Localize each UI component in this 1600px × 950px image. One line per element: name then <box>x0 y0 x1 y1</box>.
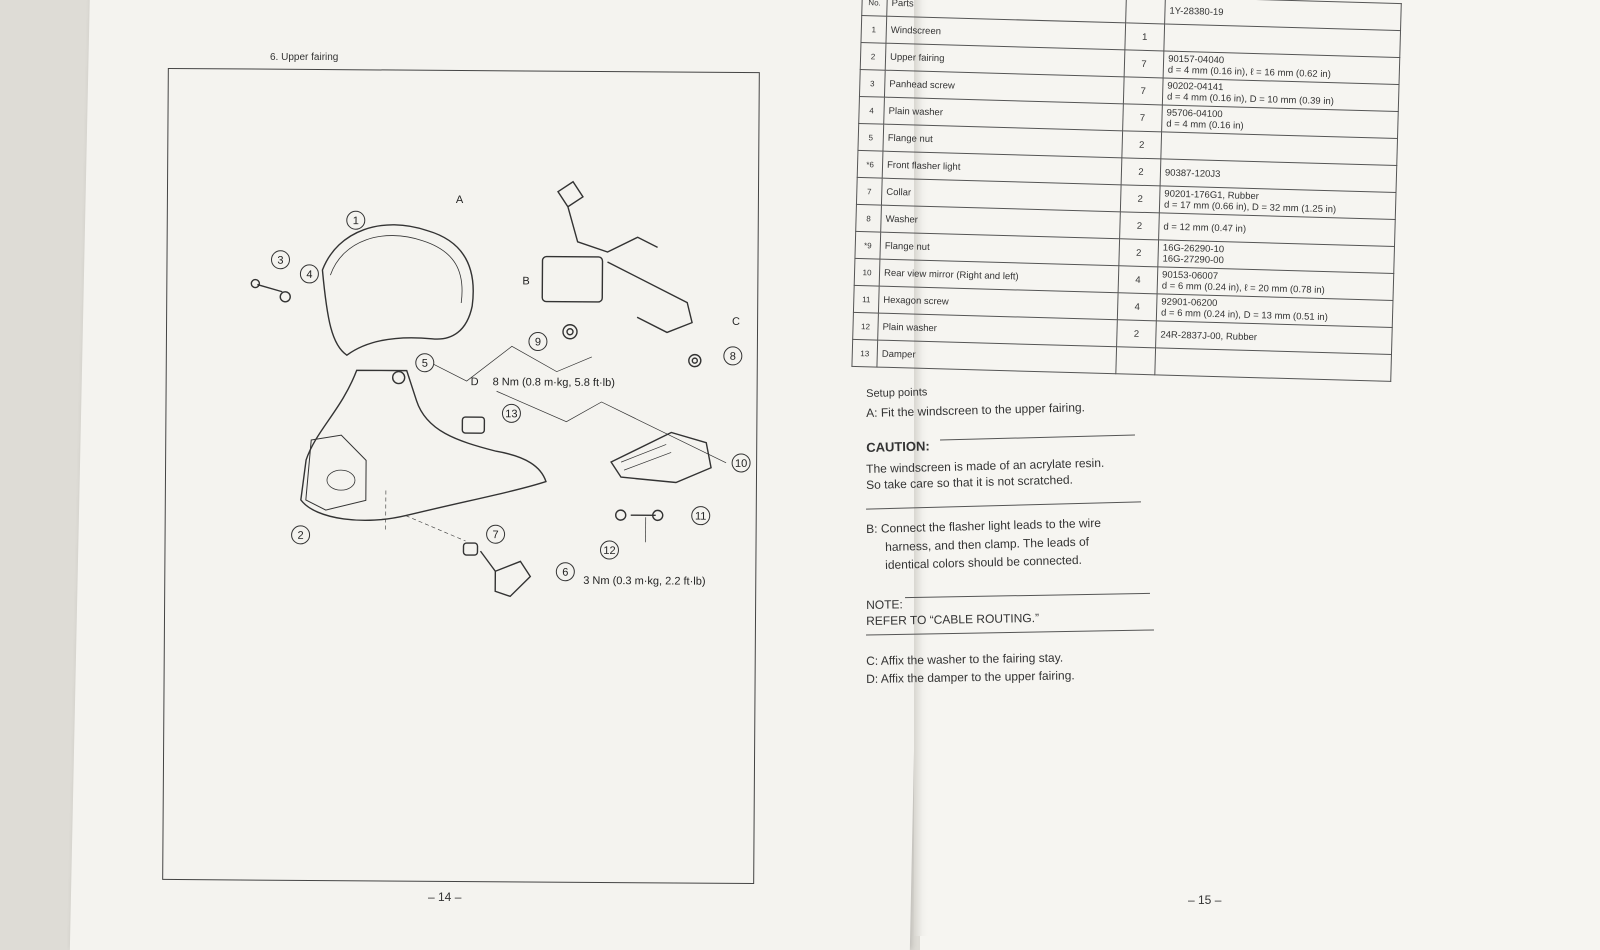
callout-12: 12 <box>603 545 615 557</box>
callout-11: 11 <box>695 511 707 523</box>
label-d: D <box>471 376 479 388</box>
cell-no: 4 <box>858 96 885 125</box>
cell-spec <box>1154 347 1392 382</box>
callout-5: 5 <box>422 358 428 370</box>
setup-points-title: Setup points <box>866 386 928 400</box>
cell-qty: 4 <box>1118 265 1158 294</box>
right-page <box>920 0 1600 950</box>
upper-fairing-shape <box>300 369 547 521</box>
caution-title: CAUTION: <box>866 438 930 455</box>
cell-no: 13 <box>851 339 878 368</box>
windscreen-shape <box>321 224 474 357</box>
cell-qty: 7 <box>1123 76 1164 105</box>
cell-qty: 2 <box>1120 184 1161 213</box>
cell-no: *6 <box>857 150 883 179</box>
header-no: No. <box>861 0 888 17</box>
cell-no: 3 <box>859 69 886 98</box>
cell-no: *9 <box>854 231 881 260</box>
cell-no: 1 <box>860 15 887 44</box>
cell-no: 11 <box>853 285 880 314</box>
callout-10: 10 <box>735 458 747 470</box>
flasher-light-shape <box>494 560 532 598</box>
cell-no: 10 <box>854 258 880 287</box>
manual-book <box>69 0 1600 950</box>
callout-7: 7 <box>492 529 498 541</box>
cell-qty: 2 <box>1119 211 1160 240</box>
exploded-diagram: 1 2 3 4 5 6 7 8 9 10 11 12 13 A B C D 8 … <box>162 67 760 885</box>
callout-2: 2 <box>297 530 303 542</box>
torque-label-1: 8 Nm (0.8 m·kg, 5.8 ft·lb) <box>493 376 615 389</box>
callout-13: 13 <box>505 408 517 420</box>
relay-box-shape <box>541 255 604 303</box>
cell-qty: 2 <box>1121 130 1162 159</box>
callout-6: 6 <box>562 567 568 579</box>
cell-qty <box>1115 346 1156 375</box>
callout-3: 3 <box>277 255 283 267</box>
cell-no: 2 <box>860 42 886 71</box>
cell-no: 12 <box>852 312 879 341</box>
cell-no: 5 <box>857 123 884 152</box>
label-b: B <box>522 275 529 287</box>
torque-label-2: 3 Nm (0.3 m·kg, 2.2 ft·lb) <box>583 575 705 588</box>
cell-name: Damper <box>876 340 1117 374</box>
cell-qty: 2 <box>1116 319 1157 348</box>
cell-no: 7 <box>856 177 883 206</box>
label-c: C <box>732 316 740 328</box>
left-page-number: – 14 – <box>428 890 462 904</box>
fairing-stay-shape <box>557 180 658 253</box>
cell-qty: 2 <box>1118 238 1159 267</box>
callout-4: 4 <box>306 269 312 281</box>
book-gutter <box>914 0 928 936</box>
cell-qty: 2 <box>1121 157 1161 186</box>
callout-1: 1 <box>353 215 359 227</box>
right-page-number: – 15 – <box>1188 893 1222 907</box>
cell-qty: 4 <box>1117 292 1158 321</box>
callout-9: 9 <box>535 336 541 348</box>
cell-qty: 1 <box>1124 22 1165 51</box>
mirror-shape <box>610 431 712 484</box>
label-a: A <box>456 194 464 206</box>
cell-qty: 7 <box>1122 103 1163 132</box>
diagram-svg: 1 2 3 4 5 6 7 8 9 10 11 12 13 A B C D 8 … <box>250 180 751 598</box>
cell-no: 8 <box>855 204 882 233</box>
cell-qty: 7 <box>1124 49 1164 78</box>
callout-8: 8 <box>730 351 736 363</box>
section-title: 6. Upper fairing <box>270 52 339 63</box>
note-title: NOTE: <box>866 597 903 612</box>
